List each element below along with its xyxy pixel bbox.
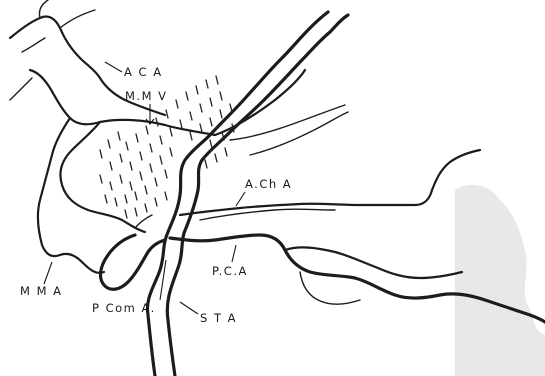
pointer-ach-a bbox=[236, 192, 245, 206]
label-aca: A C A bbox=[105, 62, 163, 79]
svg-text:P Com A.: P Com A. bbox=[92, 301, 156, 315]
vessel-ach-a bbox=[180, 150, 480, 220]
pointer-aca bbox=[105, 62, 122, 72]
pointer-sta bbox=[180, 302, 198, 314]
shaded-region bbox=[455, 185, 545, 376]
svg-text:M.M V: M.M V bbox=[125, 89, 168, 103]
label-ach-a: A.Ch A bbox=[236, 177, 292, 206]
pointer-pc-a bbox=[232, 245, 236, 262]
label-pc-a: P.C.A bbox=[212, 245, 248, 278]
vessel-mma bbox=[38, 118, 122, 273]
pointer-mma bbox=[44, 262, 52, 284]
svg-text:S T A: S T A bbox=[200, 311, 237, 325]
svg-text:P.C.A: P.C.A bbox=[212, 264, 248, 278]
svg-text:A.Ch A: A.Ch A bbox=[245, 177, 292, 191]
vessel-upper bbox=[100, 70, 348, 155]
label-mmv: M.M V bbox=[125, 89, 168, 124]
label-sta: S T A bbox=[180, 302, 237, 325]
pointer-mmv bbox=[146, 104, 154, 124]
label-pcom-a: P Com A. bbox=[92, 260, 166, 315]
svg-text:A C A: A C A bbox=[124, 65, 163, 79]
vessel-aca bbox=[10, 0, 165, 124]
label-mma: M M A bbox=[20, 262, 63, 298]
svg-text:M M A: M M A bbox=[20, 284, 63, 298]
vessel-trunk bbox=[147, 12, 348, 376]
